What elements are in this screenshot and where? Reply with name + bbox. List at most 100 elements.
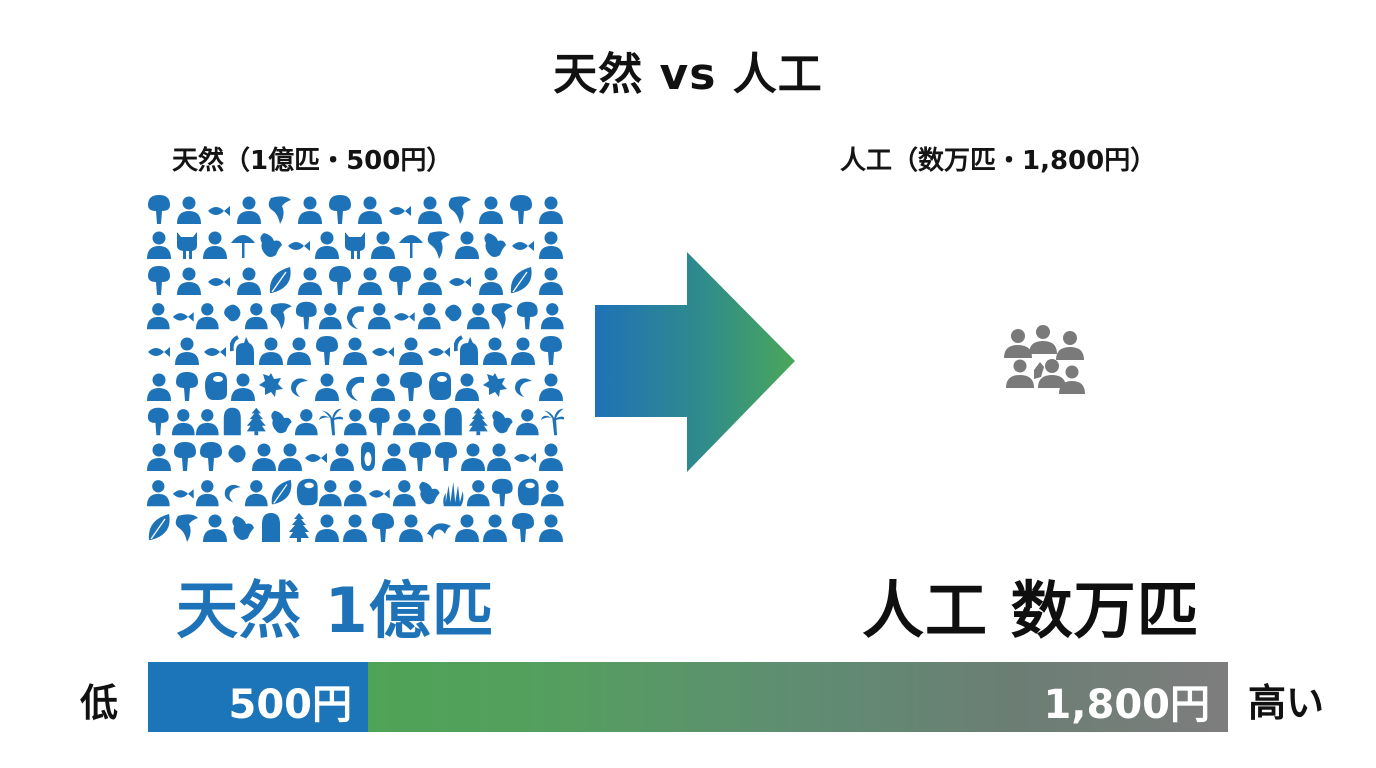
tree-icon [400, 371, 422, 401]
person-icon [175, 337, 199, 366]
star-icon [483, 372, 507, 397]
icon-grid-row [146, 369, 564, 401]
fish-icon [389, 206, 412, 216]
tree-icon [316, 336, 338, 366]
person-icon [231, 373, 255, 401]
person-icon [418, 267, 443, 295]
person-icon [483, 514, 507, 542]
fish-icon [372, 347, 394, 358]
leaf-icon [148, 513, 170, 540]
person-icon [177, 267, 202, 295]
person-icon [171, 409, 195, 436]
person-icon [515, 409, 539, 436]
icon-grid-row [146, 475, 564, 507]
tree-icon [148, 195, 170, 224]
icon-grid-row [146, 333, 564, 366]
icon-grid-row [146, 263, 564, 295]
squirrel-icon [454, 335, 478, 366]
fish-icon [172, 488, 194, 499]
person-icon [357, 267, 382, 295]
splash-icon [418, 481, 440, 504]
price-gradient-bar: 500円 1,800円 [148, 662, 1228, 732]
person-icon [417, 303, 441, 330]
icon-grid-row [146, 510, 564, 542]
person-icon [251, 443, 276, 472]
tree-icon [512, 512, 534, 542]
moon-icon [515, 378, 532, 397]
person-icon [466, 479, 490, 506]
bird-icon [491, 303, 514, 330]
splash-icon [492, 410, 514, 434]
tree-icon [148, 265, 170, 295]
tree-icon [147, 407, 169, 436]
squirrel-icon [230, 335, 254, 366]
shrimp-icon [346, 306, 364, 330]
blob-icon [223, 304, 241, 322]
bird-icon [427, 231, 450, 260]
person-icon [511, 337, 535, 366]
blob-icon [228, 445, 246, 463]
tree-icon [295, 301, 317, 330]
splash-icon [232, 515, 254, 540]
artificial-caption: 人工（数万匹・1,800円） [840, 146, 1157, 176]
star-icon [259, 372, 283, 397]
artificial-count-label: 人工 数万匹 [862, 574, 1200, 647]
splash-icon [271, 410, 292, 434]
leaf-icon [271, 479, 292, 504]
tree-icon [369, 407, 391, 436]
tree-icon [176, 371, 198, 401]
pine-icon [468, 407, 488, 436]
person-icon [203, 514, 227, 542]
splash-icon [484, 233, 506, 258]
head-icon [296, 478, 318, 505]
fish-icon [208, 276, 231, 287]
fish-icon [288, 241, 310, 252]
arch-icon [444, 407, 462, 436]
person-icon [196, 303, 219, 330]
tree-icon [174, 442, 197, 472]
umbrella-icon [399, 235, 423, 259]
person-icon [371, 373, 395, 401]
person-icon [237, 196, 262, 224]
person-icon [540, 303, 564, 330]
people-group-icon [1004, 325, 1085, 394]
fish-icon [513, 453, 536, 464]
arch-icon [223, 407, 241, 436]
person-icon [343, 409, 367, 436]
tree-icon [409, 442, 432, 472]
person-icon [478, 267, 503, 295]
arch-icon [262, 512, 280, 542]
person-icon [343, 337, 367, 366]
palm-icon [319, 408, 343, 436]
person-icon [371, 231, 395, 260]
umbrella-icon [231, 235, 255, 259]
bird-icon [270, 303, 292, 330]
shrimp-icon [346, 376, 364, 401]
person-icon [343, 479, 367, 506]
person-icon [460, 443, 485, 472]
person-icon [203, 231, 227, 260]
person-icon [539, 514, 563, 542]
person-icon [486, 443, 511, 472]
person-icon [319, 303, 342, 330]
person-icon [177, 196, 202, 224]
fish-icon [449, 276, 472, 287]
natural-price: 500円 [228, 682, 353, 728]
bird-icon [175, 514, 198, 542]
person-icon [539, 373, 563, 401]
person-icon [466, 303, 490, 330]
icon-grid-row [146, 298, 564, 330]
person-icon [297, 196, 322, 224]
fish-icon [304, 453, 327, 464]
fish-icon [393, 312, 415, 322]
person-icon [245, 479, 269, 506]
person-icon [538, 267, 563, 295]
person-icon [399, 337, 423, 366]
moon-icon [224, 484, 241, 503]
cat-icon [345, 232, 365, 260]
tree-icon [492, 478, 514, 506]
blob-icon [445, 304, 462, 322]
fish-icon [204, 347, 226, 358]
person-icon [147, 231, 171, 260]
person-icon [315, 231, 339, 260]
